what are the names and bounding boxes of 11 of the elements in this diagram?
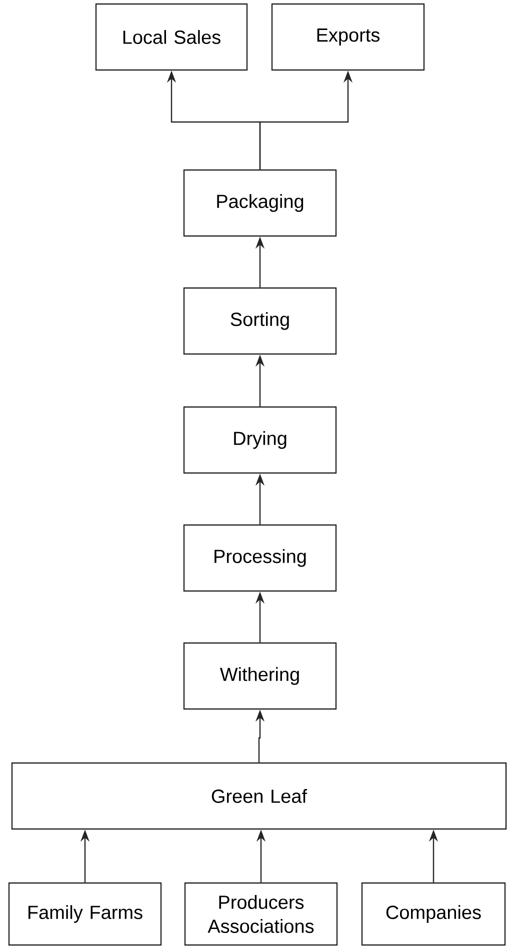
process-box: Packaging xyxy=(183,169,337,237)
process-box: Exports xyxy=(271,3,425,71)
process-box: Producers Associations xyxy=(184,882,338,946)
process-box: Sorting xyxy=(183,287,337,355)
process-box: Withering xyxy=(183,642,337,710)
process-box: Green Leaf xyxy=(11,762,507,830)
process-box: Processing xyxy=(183,524,337,592)
process-box: Family Farms xyxy=(8,882,162,946)
process-box: Drying xyxy=(183,406,337,474)
process-box: Companies xyxy=(361,882,506,946)
process-box: Local Sales xyxy=(95,3,248,71)
